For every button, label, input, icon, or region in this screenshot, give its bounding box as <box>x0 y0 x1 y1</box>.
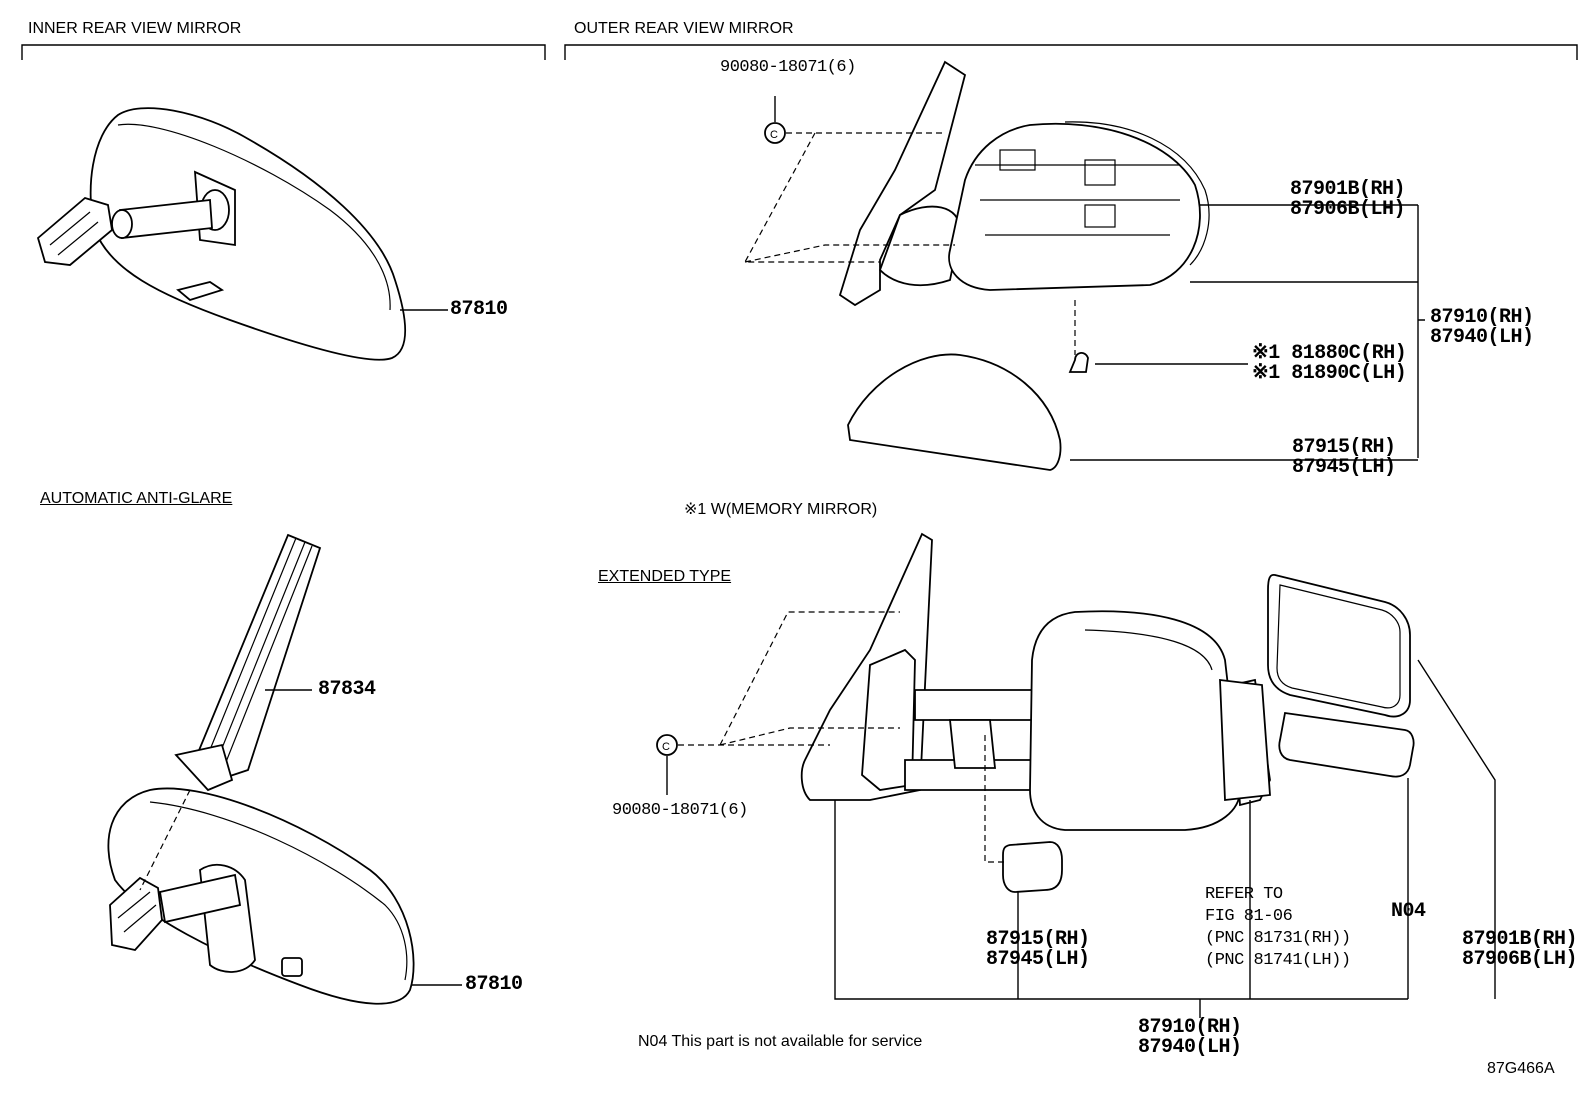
label-87834: 87834 <box>318 678 376 701</box>
label-refer-1: REFER TO <box>1205 885 1283 904</box>
outer-bracket-lines <box>1070 204 1425 461</box>
outer-section-bracket <box>564 44 1578 60</box>
outer-section-title: OUTER REAR VIEW MIRROR <box>574 20 794 37</box>
inner-section-title: INNER REAR VIEW MIRROR <box>28 20 242 37</box>
label-ext-87901-87906: 87901B(RH) 87906B(LH) <box>1462 928 1578 971</box>
extended-mirror-illustration <box>800 532 1415 893</box>
label-87910-87940: 87910(RH) 87940(LH) <box>1430 308 1534 348</box>
ext-bulb-dashed-guide <box>984 735 1005 863</box>
label-n04: N04 <box>1391 900 1426 923</box>
outer-mirror-illustration <box>838 60 1210 471</box>
inner-mirror-illustration <box>36 107 407 361</box>
label-87906-lh: 87906B(LH) <box>1290 198 1406 221</box>
svg-text:C: C <box>662 741 670 753</box>
label-bolt-top: 90080-18071(6) <box>720 58 856 77</box>
label-87910-rh: 87910(RH) <box>1430 306 1534 329</box>
label-ext-87906-lh: 87906B(LH) <box>1462 948 1578 971</box>
label-87810-a: 87810 <box>450 298 508 321</box>
ext-dashed-guide <box>678 611 900 746</box>
label-ext-87901-rh: 87901B(RH) <box>1462 928 1578 951</box>
memory-note: ※1 W(MEMORY MIRROR) <box>684 501 878 518</box>
label-refer-block: REFER TO FIG 81-06 (PNC 81731(RH)) (PNC … <box>1205 884 1351 972</box>
label-refer-2: FIG 81-06 <box>1205 907 1293 926</box>
label-87940-lh: 87940(LH) <box>1430 326 1534 349</box>
label-refer-4: (PNC 81741(LH)) <box>1205 951 1351 970</box>
label-refer-3: (PNC 81731(RH)) <box>1205 929 1351 948</box>
label-bolt-bottom: 90080-18071(6) <box>612 801 748 820</box>
label-ext-87940-lh: 87940(LH) <box>1138 1036 1242 1059</box>
figure-code: 87G466A <box>1487 1060 1555 1077</box>
label-87915-87945: 87915(RH) 87945(LH) <box>1292 438 1396 478</box>
label-87810-b: 87810 <box>465 973 523 996</box>
label-81880-rh: ※1 81880C(RH) <box>1252 342 1407 365</box>
label-87901-rh: 87901B(RH) <box>1290 178 1406 201</box>
label-ext-87915-rh: 87915(RH) <box>986 928 1090 951</box>
label-ext-87910-rh: 87910(RH) <box>1138 1016 1242 1039</box>
svg-text:C: C <box>770 129 778 141</box>
label-ext-87945-lh: 87945(LH) <box>986 948 1090 971</box>
label-87915-rh: 87915(RH) <box>1292 436 1396 459</box>
n04-footnote: N04 This part is not available for servi… <box>638 1033 923 1050</box>
label-ext-87910-87940: 87910(RH) 87940(LH) <box>1138 1018 1242 1058</box>
bolt-bottom: C <box>656 734 678 795</box>
extended-section-title: EXTENDED TYPE <box>598 568 732 585</box>
outer-dashed-guide <box>743 132 955 263</box>
label-87901-87906: 87901B(RH) 87906B(LH) <box>1290 178 1406 221</box>
label-ext-87915-87945: 87915(RH) 87945(LH) <box>986 930 1090 970</box>
label-81880-81890: ※1 81880C(RH) ※1 81890C(LH) <box>1252 342 1407 385</box>
label-81890-lh: ※1 81890C(LH) <box>1252 362 1407 385</box>
ext-bracket-lines <box>834 659 1496 1018</box>
bolt-top: C <box>764 96 786 144</box>
auto-section-title: AUTOMATIC ANTI-GLARE <box>40 490 233 507</box>
label-87945-lh: 87945(LH) <box>1292 456 1396 479</box>
auto-mirror-illustration <box>107 533 415 1005</box>
inner-section-bracket <box>21 44 546 60</box>
auto-dashed-guide <box>139 789 191 891</box>
